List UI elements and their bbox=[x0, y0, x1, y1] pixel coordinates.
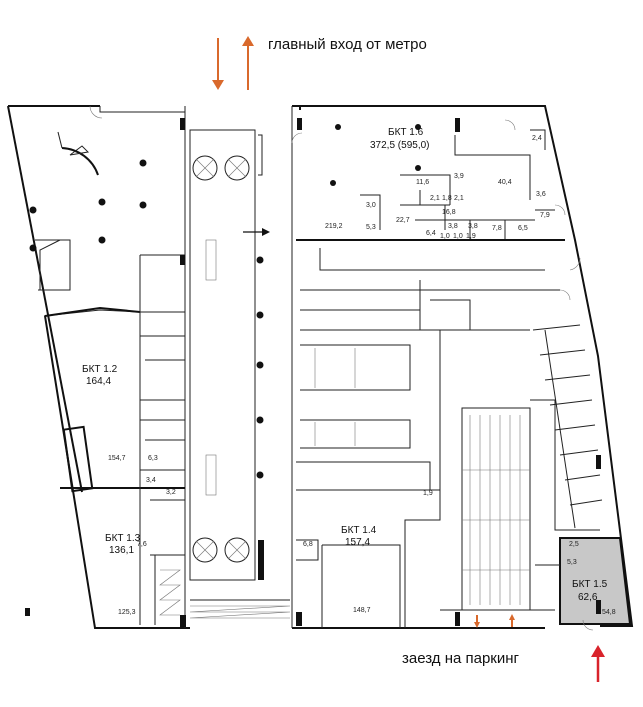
room-area: 2,4 bbox=[532, 135, 542, 142]
wall-blocks bbox=[25, 118, 601, 627]
room-area: 1,9 bbox=[423, 490, 433, 497]
room-area: 125,3 bbox=[118, 609, 136, 616]
room-area: 1,0 bbox=[453, 233, 463, 240]
room-area: 7,9 bbox=[540, 212, 550, 219]
room-area: 3,8 bbox=[448, 223, 458, 230]
room-area: 1,8 bbox=[442, 195, 452, 202]
parking-ramp bbox=[440, 407, 555, 611]
room-area: 22,7 bbox=[396, 217, 410, 224]
unit-bkt16-name: БКТ 1.6 bbox=[388, 127, 424, 138]
parking-entrance-arrows bbox=[474, 614, 605, 682]
unit-bkt13-name: БКТ 1.3 bbox=[105, 533, 141, 544]
room-area: 5,3 bbox=[366, 224, 376, 231]
columns bbox=[29, 124, 421, 479]
metro-entrance-label: главный вход от метро bbox=[268, 36, 427, 53]
unit-bkt14-area: 157,4 bbox=[345, 537, 370, 548]
unit-bkt14-name: БКТ 1.4 bbox=[341, 525, 377, 536]
room-area: 6,8 bbox=[303, 541, 313, 548]
room-area: 7,8 bbox=[492, 225, 502, 232]
unit-bkt15-highlight bbox=[559, 537, 632, 625]
left-block-walls bbox=[35, 239, 185, 625]
room-area: 54,8 bbox=[602, 609, 616, 616]
atrium-direction-arrow bbox=[243, 228, 270, 236]
room-area: 2,5 bbox=[569, 541, 579, 548]
room-area: 2,1 bbox=[430, 195, 440, 202]
metro-entrance-arrows bbox=[212, 36, 254, 90]
room-area: 3,6 bbox=[536, 191, 546, 198]
unit-bkt15-name: БКТ 1.5 bbox=[572, 579, 608, 590]
room-area: 40,4 bbox=[498, 179, 512, 186]
room-area: 1,9 bbox=[466, 233, 476, 240]
room-area: 3,9 bbox=[454, 173, 464, 180]
room-area: 6,5 bbox=[518, 225, 528, 232]
room-area: 16,8 bbox=[442, 209, 456, 216]
room-area: 2,1 bbox=[454, 195, 464, 202]
building-outline bbox=[7, 105, 634, 629]
room-area: 219,2 bbox=[325, 223, 343, 230]
unit-bkt15-area: 62,6 bbox=[578, 592, 598, 603]
door-swings bbox=[89, 105, 594, 631]
room-area: 1,0 bbox=[440, 233, 450, 240]
room-area: 148,7 bbox=[353, 607, 371, 614]
room-area: 11,6 bbox=[416, 179, 429, 186]
room-area-labels: 2,4 40,4 3,9 11,6 1,8 3,6 2,1 2,1 7,9 3,… bbox=[108, 135, 616, 616]
room-area: 6,3 bbox=[148, 455, 158, 462]
parking-entrance-label: заезд на паркинг bbox=[402, 650, 520, 667]
curved-entrance bbox=[57, 131, 99, 176]
room-area: 3,4 bbox=[146, 477, 156, 484]
room-area: 7,6 bbox=[137, 541, 147, 548]
central-atrium bbox=[189, 129, 291, 619]
room-area: 3,8 bbox=[468, 223, 478, 230]
room-area: 6,4 bbox=[426, 230, 436, 237]
room-area: 154,7 bbox=[108, 455, 126, 462]
unit-bkt12-area: 164,4 bbox=[86, 376, 111, 387]
room-area: 3,0 bbox=[366, 202, 376, 209]
unit-bkt16-area: 372,5 (595,0) bbox=[370, 140, 430, 151]
right-edge-rooms bbox=[530, 324, 603, 566]
room-area: 5,3 bbox=[567, 559, 577, 566]
unit-bkt13-area: 136,1 bbox=[109, 545, 134, 556]
right-block-walls bbox=[296, 129, 565, 628]
unit-bkt12-name: БКТ 1.2 bbox=[82, 364, 118, 375]
room-area: 3,2 bbox=[166, 489, 176, 496]
